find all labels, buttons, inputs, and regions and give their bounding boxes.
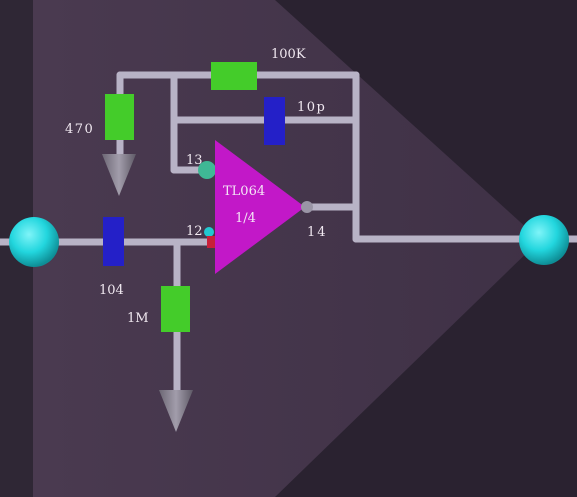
ground-icon <box>159 390 193 432</box>
ground-resistor-label: 470 <box>65 122 94 137</box>
feedback-capacitor-label: 10p <box>297 100 326 115</box>
output-port[interactable] <box>519 215 569 265</box>
feedback-resistor-label: 100K <box>271 47 306 62</box>
ground-icon <box>102 154 136 196</box>
input-capacitor[interactable] <box>103 217 124 266</box>
opamp-section-label: 1/4 <box>235 211 256 226</box>
feedback-capacitor[interactable] <box>264 97 285 145</box>
bias-resistor[interactable] <box>161 286 190 332</box>
output-pin-dot <box>301 201 313 213</box>
workspace-panel <box>33 0 540 497</box>
input-capacitor-label: 104 <box>99 283 124 298</box>
ground-resistor[interactable] <box>105 94 134 140</box>
opamp-name-label: TL064 <box>223 184 265 199</box>
pin-output-label: 14 <box>307 225 328 240</box>
input-port[interactable] <box>9 217 59 267</box>
feedback-resistor[interactable] <box>211 62 257 90</box>
opamp-body[interactable] <box>215 140 305 274</box>
bias-resistor-label: 1M <box>127 311 149 326</box>
noninverting-pin-marker <box>207 236 217 248</box>
pin-inverting-label: 13 <box>186 153 203 168</box>
noninverting-pin-dot <box>204 227 214 237</box>
inverting-pin-dot <box>198 161 216 179</box>
pin-noninverting-label: 12 <box>186 224 203 239</box>
